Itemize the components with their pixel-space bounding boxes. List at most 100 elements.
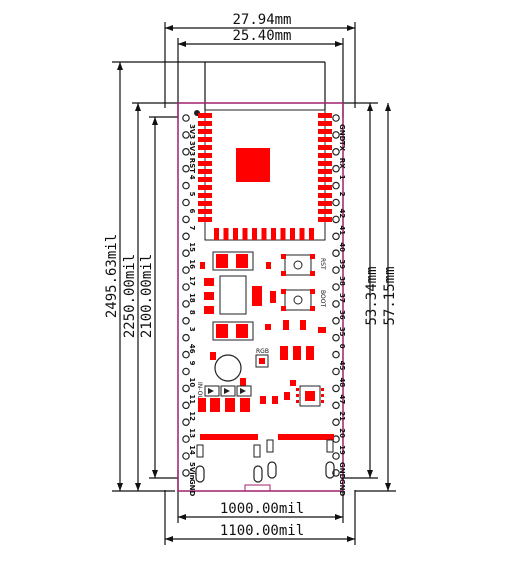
module-pad (318, 129, 332, 134)
dim-top-outer: 27.94mm (232, 12, 291, 28)
pin-label-left: GND (188, 479, 196, 497)
dim-right-outer: 57.15mm (382, 266, 398, 325)
module-pad (299, 228, 305, 240)
pin-hole-right (332, 232, 340, 241)
pin-hole-left (182, 215, 190, 224)
module-pad (318, 193, 332, 198)
module-pad (198, 169, 212, 174)
module-pad (290, 228, 295, 240)
module-pad (318, 153, 332, 158)
module-pad (318, 201, 332, 206)
pin-hole-right (332, 300, 340, 308)
pin-label-right: 19 (338, 445, 346, 455)
dim-right-inner: 53.34mm (364, 266, 380, 325)
module-pads-right (318, 113, 332, 222)
module-pad (198, 209, 212, 214)
arrowheads (117, 25, 391, 542)
dim-left-inner: 2100.00mil (139, 254, 155, 338)
pin-label-right: TX (338, 141, 346, 152)
components: RST BOOT RGB IN-OUT (195, 251, 335, 483)
usb-connector-right (266, 434, 335, 479)
pin-label-right: 20 (338, 428, 346, 438)
module-center-pad (236, 148, 270, 182)
pin-hole-left (182, 249, 190, 258)
dim-top-inner: 25.40mm (232, 28, 291, 44)
pin-hole-left (182, 452, 190, 460)
pin-label-right: 21 (338, 411, 346, 421)
module-pad (309, 228, 314, 240)
pin-label-left: 4 (188, 175, 196, 180)
dim-left-mid: 2250.00mil (122, 254, 138, 338)
pin-labels-left: 3V33V3RST4567151617188346910111213145Vin… (188, 124, 196, 497)
dim-bottom-outer: 1100.00mil (220, 523, 304, 539)
pin-hole-right (332, 164, 340, 173)
pin-hole-left (182, 266, 190, 274)
pin-hole-left (182, 435, 190, 443)
pin-label-left: 5Vin (188, 462, 196, 480)
module-pad (198, 161, 212, 166)
pin-label-left: 9 (188, 361, 196, 366)
pin-hole-right (332, 131, 340, 139)
module-pad (261, 228, 267, 240)
label-rst: RST (319, 258, 326, 270)
module-pad (223, 228, 229, 240)
pin-label-left: 18 (188, 293, 196, 303)
module-pad (318, 209, 332, 214)
module-pad (318, 169, 332, 174)
pin-label-left: 8 (188, 310, 196, 315)
pin-hole-left (182, 316, 190, 325)
pin-hole-left (182, 283, 190, 291)
pin-hole-left (182, 198, 190, 207)
pin-label-left: 16 (188, 259, 196, 269)
pin-hole-left (182, 114, 190, 122)
dim-left-outer: 2495.63mil (104, 234, 120, 318)
pin-label-left: 17 (188, 276, 196, 286)
pin-label-left: 5 (188, 192, 196, 197)
pin-label-right: 48 (338, 378, 346, 388)
pin-label-right: GND (338, 124, 346, 142)
pin-hole-left (182, 300, 190, 308)
module-pad (198, 113, 212, 118)
module-pad (198, 217, 212, 222)
pin-label-left: 46 (188, 344, 196, 354)
module-pad (318, 185, 332, 190)
pin-label-left: 11 (188, 394, 196, 404)
module-pad (280, 228, 286, 240)
dimension-lines (112, 22, 396, 545)
module-pad (198, 193, 212, 198)
pin-label-left: 14 (188, 445, 196, 455)
board-bottom-tab (244, 484, 271, 492)
module-pad (198, 177, 212, 182)
pin-label-right: 35 (338, 327, 346, 337)
pin-label-left: 3 (188, 327, 196, 332)
pin-hole-left (182, 350, 190, 359)
pin-hole-left (182, 333, 190, 342)
module-pad (318, 121, 332, 126)
pin-hole-right (332, 148, 340, 156)
pin-label-right: GND (338, 462, 346, 480)
pin-labels-right: GNDTXRX1242414039383736350454847212019GN… (338, 124, 346, 497)
module-pad (198, 121, 212, 126)
pin-label-right: 37 (338, 293, 346, 303)
pin-hole-right (332, 114, 340, 122)
module-pad (198, 201, 212, 206)
pin-label-right: 42 (338, 209, 346, 219)
pin-label-right: 1 (338, 175, 346, 180)
pin-hole-right (332, 401, 340, 410)
module-pad (318, 161, 332, 166)
pin-hole-left (182, 164, 190, 173)
module-pad (198, 185, 212, 190)
pin-label-right: RX (338, 158, 346, 169)
pin-label-left: 13 (188, 428, 196, 438)
module-pad (318, 113, 332, 118)
wifi-module (194, 109, 332, 241)
pin-hole-right (332, 350, 340, 359)
inductor-body (214, 354, 242, 382)
pin-hole-right (332, 215, 340, 224)
pin-hole-right (332, 198, 340, 207)
pin-label-left: 15 (188, 242, 196, 252)
pin-hole-right (332, 384, 340, 393)
pin-hole-right (332, 266, 340, 274)
pin-hole-left (182, 384, 190, 393)
